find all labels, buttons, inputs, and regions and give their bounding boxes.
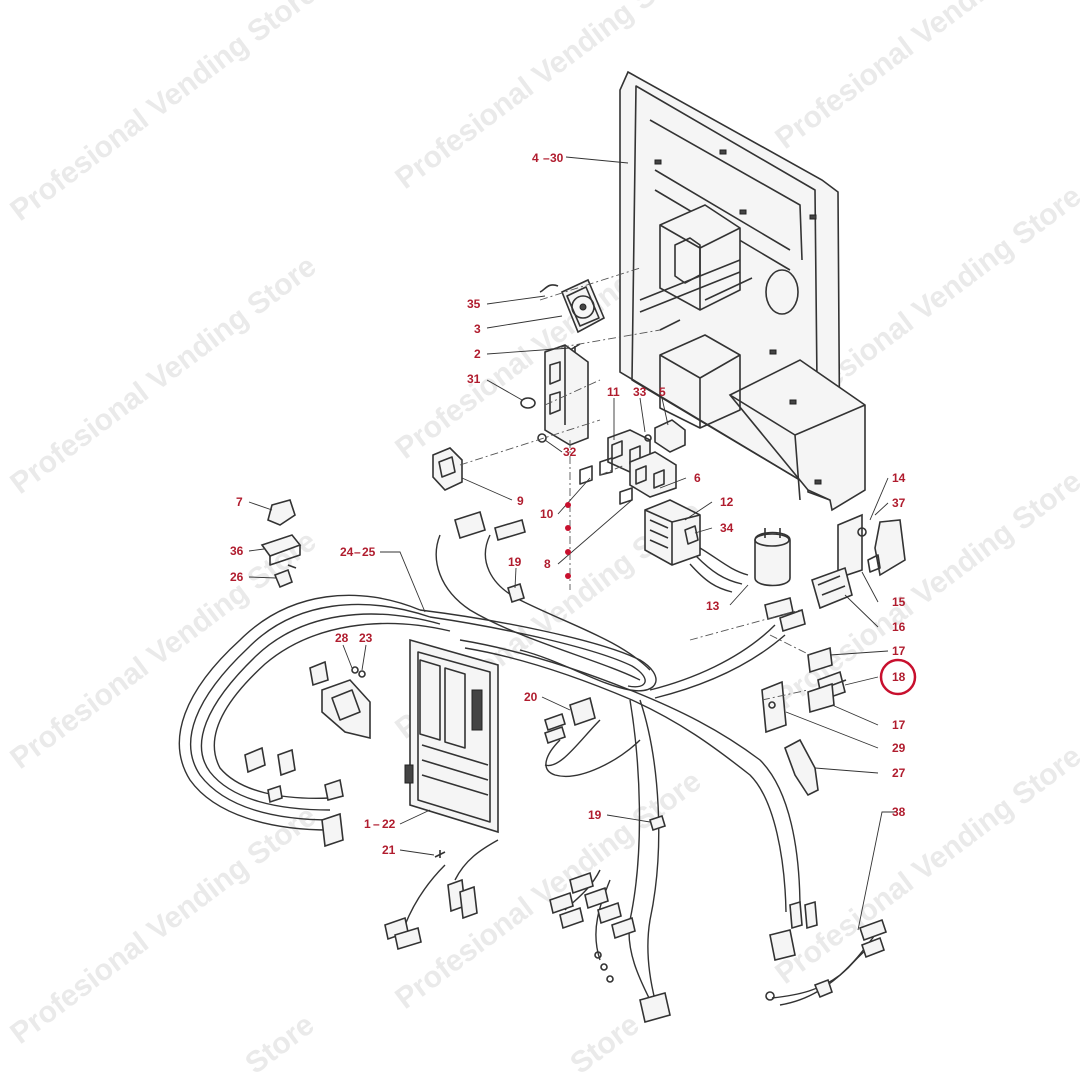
callout-leaders (248, 156, 897, 931)
callout-4: 4 (532, 151, 539, 165)
reference-dot (565, 573, 571, 579)
capacitor (754, 528, 791, 587)
callout-18: 18 (892, 670, 906, 684)
cooling-fan (539, 278, 606, 334)
switch-plate-lower (807, 682, 835, 714)
callout-24: 24 (340, 545, 354, 559)
cable-harness-38 (765, 918, 888, 1006)
door-latch-hook (784, 738, 819, 797)
transformer (644, 499, 701, 566)
callout-27: 27 (892, 766, 906, 780)
terminal-blocks (579, 419, 686, 505)
watermark-fragment: Store (239, 1008, 320, 1080)
reference-dot (565, 549, 571, 555)
callout-5: 5 (659, 385, 666, 399)
callout-28: 28 (335, 631, 349, 645)
callout-9: 9 (517, 494, 524, 508)
watermark-text: Profesional Vending Store (4, 525, 322, 776)
screw-21 (434, 850, 446, 858)
callout-labels: 4 – 30 35 3 2 31 11 33 5 32 9 6 10 8 12 … (230, 151, 906, 857)
callout-15: 15 (892, 595, 906, 609)
callout-14: 14 (892, 471, 906, 485)
watermark-fragment: Store (564, 1008, 645, 1080)
o-ring (520, 397, 536, 409)
rocker-switch-20 (569, 696, 596, 727)
callout-35: 35 (467, 297, 481, 311)
callout-30: 30 (550, 151, 564, 165)
callout-separator: – (373, 817, 380, 831)
callout-29: 29 (892, 741, 906, 755)
callout-13: 13 (706, 599, 720, 613)
nut (537, 433, 547, 443)
callout-separator: – (543, 151, 550, 165)
latch-bracket (837, 513, 906, 580)
watermark-text: Profesional Vending Store (4, 800, 322, 1051)
watermark-text: Profesional Vending Store (4, 250, 322, 501)
door-switch (811, 566, 853, 610)
callout-31: 31 (467, 372, 481, 386)
callout-26: 26 (230, 570, 244, 584)
callout-separator: – (354, 545, 361, 559)
reference-dot (565, 525, 571, 531)
callout-16: 16 (892, 620, 906, 634)
connector-module (321, 666, 371, 740)
assembly-guide-lines (459, 267, 811, 701)
callout-38: 38 (892, 805, 906, 819)
callout-7: 7 (236, 495, 243, 509)
power-switch (432, 447, 463, 491)
control-board (404, 638, 499, 834)
callout-11: 11 (607, 385, 620, 399)
watermark-text: Profesional Vending Store (4, 0, 322, 228)
callout-17-upper: 17 (892, 644, 906, 658)
callout-1: 1 (364, 817, 371, 831)
watermark-text: Profesional Vending Store (769, 0, 1080, 156)
switch-plate-upper (807, 646, 833, 674)
capacitor-wires (689, 547, 749, 593)
callout-17-lower: 17 (892, 718, 906, 732)
main-wiring-harness (178, 510, 818, 1023)
highlight-ring (879, 658, 917, 696)
callout-8: 8 (544, 557, 551, 571)
callout-21: 21 (382, 843, 396, 857)
callout-6: 6 (694, 471, 701, 485)
callout-25: 25 (362, 545, 376, 559)
callout-23: 23 (359, 631, 373, 645)
callout-12: 12 (720, 495, 734, 509)
callout-3: 3 (474, 322, 481, 336)
callout-37: 37 (892, 496, 906, 510)
callout-36: 36 (230, 544, 244, 558)
clip-7 (267, 499, 296, 526)
callout-20: 20 (524, 690, 538, 704)
control-panel-frame (619, 70, 866, 512)
reference-dots (565, 502, 571, 579)
callout-32: 32 (563, 445, 577, 459)
reference-dot (565, 502, 571, 508)
cable-clip-26 (273, 564, 297, 589)
foam-pad (260, 534, 302, 566)
callout-22: 22 (382, 817, 396, 831)
callout-34: 34 (720, 521, 734, 535)
callout-2: 2 (474, 347, 481, 361)
callout-19-lower: 19 (588, 808, 602, 822)
callout-33: 33 (633, 385, 647, 399)
callout-10: 10 (540, 507, 554, 521)
switch-bracket (761, 680, 787, 734)
callout-19-upper: 19 (508, 555, 522, 569)
